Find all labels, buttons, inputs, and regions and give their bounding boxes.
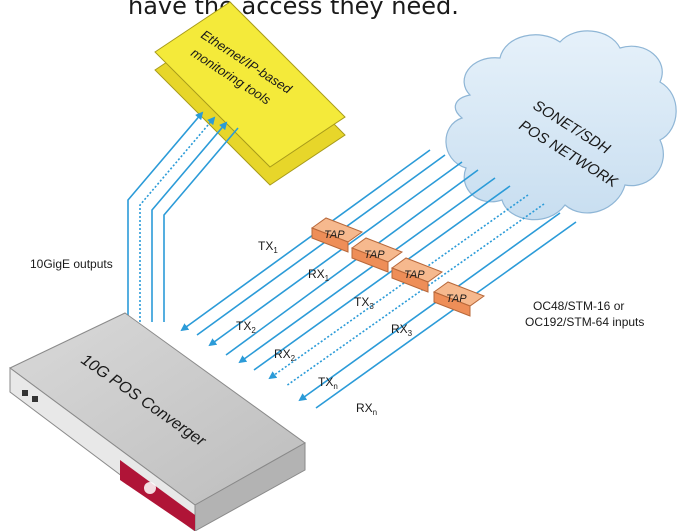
- tap-1: TAP: [310, 217, 364, 253]
- brand-logo-icon: [144, 482, 156, 494]
- sonet-cloud: SONET/SDH POS NETWORK: [445, 30, 677, 221]
- tap-1-label: TAP: [324, 229, 345, 241]
- rx1-label: RX1: [308, 267, 330, 283]
- tap-group: TAP TAP TAP TAP: [310, 217, 486, 317]
- converger-chassis: 10G POS Converger: [9, 312, 306, 531]
- tap-2: TAP: [350, 237, 404, 273]
- tx-rx-labels: TX1 RX1 TX3 TX2 RX3 RX2 TXn RXn: [236, 239, 413, 417]
- rxn-label: RXn: [356, 401, 377, 417]
- inputs-label-line1: OC48/STM-16 or: [533, 299, 624, 313]
- power-indicator-icon: [22, 390, 28, 396]
- rx2-label: RX2: [274, 347, 296, 363]
- monitoring-tools-box: Ethernet/IP-based monitoring tools: [154, 1, 346, 186]
- outputs-label: 10GigE outputs: [30, 257, 113, 271]
- txn-label: TXn: [318, 375, 338, 391]
- header-caption: have the access they need.: [128, 0, 459, 20]
- tx1-label: TX1: [258, 239, 278, 255]
- tap-4-label: TAP: [446, 293, 467, 305]
- tap-3-label: TAP: [404, 269, 425, 281]
- status-indicator-icon: [32, 396, 38, 402]
- tap-2-label: TAP: [364, 249, 385, 261]
- tx2-label: TX2: [236, 319, 256, 335]
- tap-3: TAP: [390, 257, 444, 293]
- tx3-label: TX3: [354, 295, 374, 311]
- tap-4: TAP: [432, 281, 486, 317]
- input-links: [180, 149, 577, 409]
- rx3-label: RX3: [391, 322, 413, 338]
- inputs-label-line2: OC192/STM-64 inputs: [525, 315, 644, 329]
- output-links: [127, 111, 239, 322]
